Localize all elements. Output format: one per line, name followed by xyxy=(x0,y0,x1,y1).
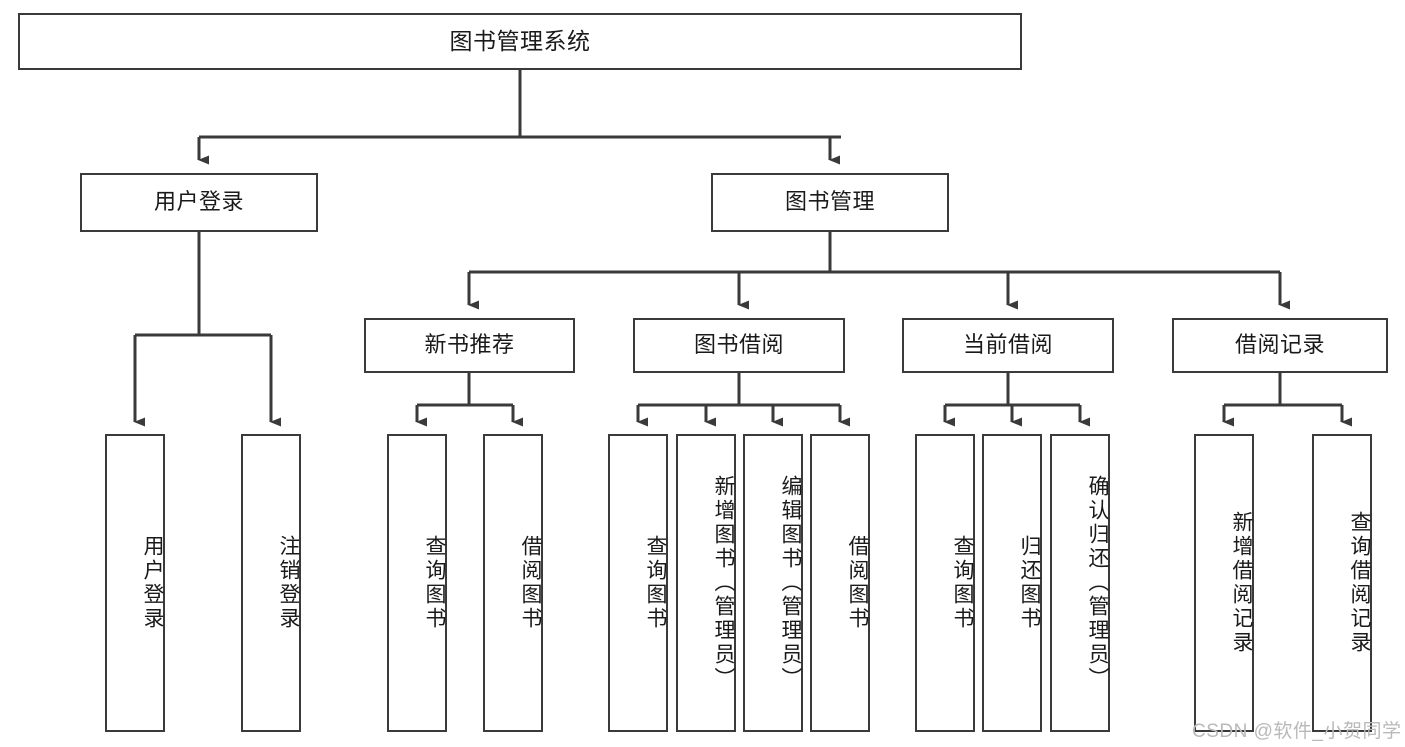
node-leaf-query-book-2-label: 查询图书 xyxy=(644,535,667,631)
node-new-book-recommend-label: 新书推荐 xyxy=(424,332,515,358)
node-borrow-record-label: 借阅记录 xyxy=(1234,332,1325,358)
node-user-login[interactable]: 用户登录 xyxy=(80,173,318,232)
node-book-management-label: 图书管理 xyxy=(784,189,875,215)
node-leaf-query-book-1-label: 查询图书 xyxy=(423,535,446,631)
node-book-borrow[interactable]: 图书借阅 xyxy=(633,318,845,373)
node-leaf-return-book-label: 归还图书 xyxy=(1018,535,1041,631)
node-borrow-record[interactable]: 借阅记录 xyxy=(1172,318,1388,373)
node-user-login-label: 用户登录 xyxy=(153,189,244,215)
node-leaf-logout[interactable]: 注销登录 xyxy=(241,434,301,732)
node-current-borrow-label: 当前借阅 xyxy=(962,332,1053,358)
node-leaf-edit-book-label: 编辑图书（管理员） xyxy=(779,475,802,691)
node-leaf-borrow-book-1-label: 借阅图书 xyxy=(519,535,542,631)
node-leaf-borrow-book-1[interactable]: 借阅图书 xyxy=(483,434,543,732)
node-leaf-query-record[interactable]: 查询借阅记录 xyxy=(1312,434,1372,732)
node-leaf-query-book-2[interactable]: 查询图书 xyxy=(608,434,668,732)
node-leaf-return-book[interactable]: 归还图书 xyxy=(982,434,1042,732)
node-book-management[interactable]: 图书管理 xyxy=(711,173,949,232)
node-current-borrow[interactable]: 当前借阅 xyxy=(902,318,1114,373)
node-leaf-query-book-3-label: 查询图书 xyxy=(951,535,974,631)
node-leaf-borrow-book-2[interactable]: 借阅图书 xyxy=(810,434,870,732)
watermark-text: CSDN @软件_小贺同学 xyxy=(1192,721,1402,742)
node-leaf-add-record-label: 新增借阅记录 xyxy=(1230,511,1253,655)
node-book-borrow-label: 图书借阅 xyxy=(693,332,784,358)
node-leaf-user-login[interactable]: 用户登录 xyxy=(105,434,165,732)
node-new-book-recommend[interactable]: 新书推荐 xyxy=(364,318,575,373)
node-leaf-borrow-book-2-label: 借阅图书 xyxy=(846,535,869,631)
node-root-label: 图书管理系统 xyxy=(449,27,591,54)
node-leaf-query-book-3[interactable]: 查询图书 xyxy=(915,434,975,732)
node-leaf-query-book-1[interactable]: 查询图书 xyxy=(387,434,447,732)
node-root[interactable]: 图书管理系统 xyxy=(18,13,1022,70)
node-leaf-add-book[interactable]: 新增图书（管理员） xyxy=(676,434,736,732)
node-leaf-add-record[interactable]: 新增借阅记录 xyxy=(1194,434,1254,732)
node-leaf-confirm-return-label: 确认归还（管理员） xyxy=(1086,475,1109,691)
node-leaf-add-book-label: 新增图书（管理员） xyxy=(712,475,735,691)
node-leaf-edit-book[interactable]: 编辑图书（管理员） xyxy=(743,434,803,732)
node-leaf-query-record-label: 查询借阅记录 xyxy=(1348,511,1371,655)
node-leaf-user-login-label: 用户登录 xyxy=(141,535,164,631)
node-leaf-confirm-return[interactable]: 确认归还（管理员） xyxy=(1050,434,1110,732)
node-leaf-logout-label: 注销登录 xyxy=(277,535,300,631)
